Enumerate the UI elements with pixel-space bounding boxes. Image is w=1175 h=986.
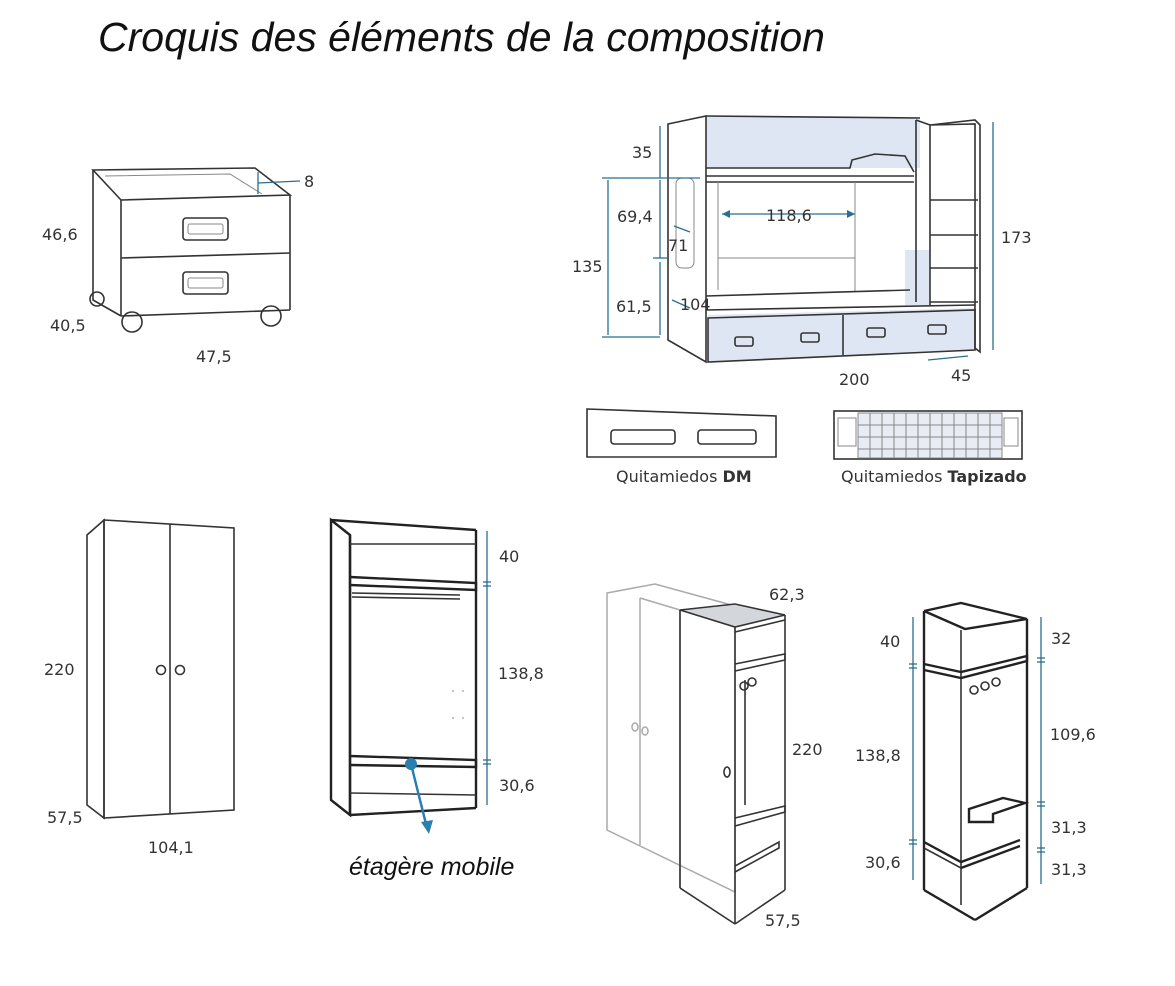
wardrobe-drawing [86, 518, 235, 820]
bunk-dim-ladder: 71 [668, 236, 688, 255]
wardrobe-dim-height: 220 [44, 660, 75, 679]
corner-interior-drawing [909, 601, 1045, 922]
wardrobe-interior-dim-mid: 138,8 [498, 664, 544, 683]
page-title: Croquis des éléments de la composition [98, 14, 825, 60]
bunk-dim-step-depth: 45 [951, 366, 971, 385]
corner-interior-dim-mid-right: 109,6 [1050, 725, 1096, 744]
bunk-dim-total-height: 173 [1001, 228, 1032, 247]
bunk-dim-length: 200 [839, 370, 870, 389]
bunk-dim-mid-height: 135 [572, 257, 603, 276]
bunk-dim-top-rail: 35 [632, 143, 652, 162]
corner-unit-dim-width: 62,3 [769, 585, 805, 604]
guardrail-dm-label: Quitamiedos DM [616, 467, 752, 486]
nightstand-drawing [89, 167, 301, 333]
nightstand-dim-width: 47,5 [196, 347, 232, 366]
corner-interior-dim-shelf-1: 31,3 [1051, 818, 1087, 837]
wardrobe-dim-width: 104,1 [148, 838, 194, 857]
wardrobe-dim-depth: 57,5 [47, 808, 83, 827]
wardrobe-interior-dim-bottom: 30,6 [499, 776, 535, 795]
corner-interior-dim-shelf-2: 31,3 [1051, 860, 1087, 879]
corner-interior-dim-top-right: 32 [1051, 629, 1071, 648]
nightstand-dim-depth: 40,5 [50, 316, 86, 335]
wardrobe-interior-drawing [329, 517, 491, 834]
corner-unit-dim-height: 220 [792, 740, 823, 759]
corner-interior-dim-mid-left: 138,8 [855, 746, 901, 765]
corner-interior-dim-top-left: 40 [880, 632, 900, 651]
bunk-dim-inner-width: 118,6 [766, 206, 812, 225]
corner-interior-dim-bottom-left: 30,6 [865, 853, 901, 872]
guardrail-upholstered-drawing [833, 410, 1023, 460]
corner-unit-dim-depth: 57,5 [765, 911, 801, 930]
guardrail-upholstered-label: Quitamiedos Tapizado [841, 467, 1027, 486]
nightstand-dim-height-rim: 8 [304, 172, 314, 191]
corner-unit-drawing [606, 583, 786, 925]
nightstand-dim-height: 46,6 [42, 225, 78, 244]
bunk-bed-drawing [602, 115, 994, 364]
guardrail-dm-drawing [586, 408, 777, 458]
wardrobe-interior-dim-top: 40 [499, 547, 519, 566]
shelf-caption: étagère mobile [349, 853, 515, 881]
bunk-dim-upper-gap: 69,4 [617, 207, 653, 226]
bunk-dim-depth: 104 [680, 295, 711, 314]
bunk-dim-lower-gap: 61,5 [616, 297, 652, 316]
